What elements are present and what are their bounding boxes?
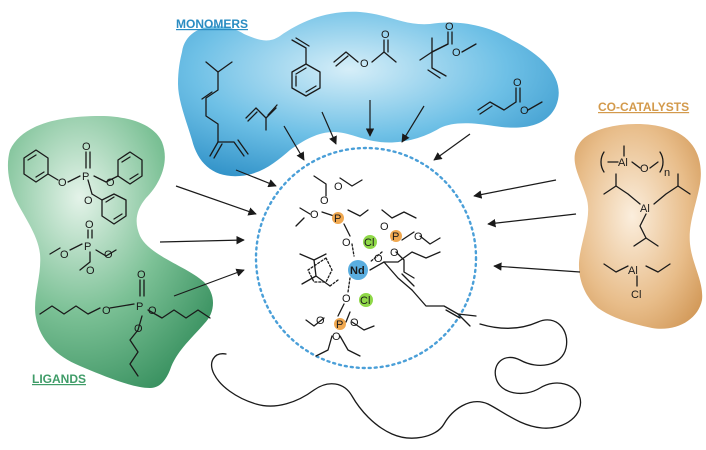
isoprene-structure [245,104,278,131]
vinyl-acetate-structure: O O [333,29,397,70]
ligands-label: LIGANDS [32,372,86,386]
catalyst-boundary [254,146,478,370]
atom-oxygen: O [102,305,111,317]
atom-oxygen: O [60,249,69,261]
atom-aluminium: Al [628,265,638,277]
tributyl-phosphate-structure: O P O O O [39,269,211,377]
triphenyl-phosphate-structure: O P O O O [23,141,143,225]
methyl-methacrylate-structure: O O [419,21,477,79]
atom-oxygen: O [445,21,454,33]
atom-phosphorus: P [392,231,399,243]
methylaluminoxane-structure: Al O n [600,145,670,179]
triisobutylaluminium-structure: Al [603,173,691,247]
monomers-region [178,11,559,177]
atom-oxygen: O [82,141,91,153]
arrow-monomer-myrcene [235,169,277,188]
atom-oxygen: O [137,269,146,281]
reaction-arrows [159,100,581,297]
atom-oxygen: O [380,221,389,233]
atom-oxygen: O [334,181,343,193]
atom-phosphorus: P [336,319,343,331]
chlorine-dot [359,293,373,307]
chlorine-dot [363,235,377,249]
ligands-region [7,116,214,388]
atom-oxygen: O [58,177,67,189]
atom-phosphorus: P [334,213,341,225]
atom-oxygen: O [390,247,399,259]
myrcene-structure [201,61,249,159]
atom-oxygen: O [513,77,522,89]
arrow-monomer-methacrylate [401,105,425,143]
methyl-acrylate-structure: O O [477,77,543,117]
atom-phosphorus: P [136,301,143,313]
nd-complex: P P P Cl Cl Nd O O O O O O O O O O O O [295,175,477,357]
atom-oxygen: O [350,317,359,329]
atom-oxygen: O [104,249,113,261]
atom-oxygen: O [332,331,341,343]
arrow-monomer-styrene [321,111,337,145]
arrow-ligand-1 [175,185,257,216]
atom-aluminium: Al [640,203,650,215]
repeat-index: n [664,167,670,179]
neodymium-dot [348,260,368,280]
phosphorus-dot [334,318,346,330]
atom-oxygen: O [342,293,351,305]
co-catalysts-region [574,124,703,329]
atom-chlorine: Cl [360,295,370,307]
atom-phosphorus: P [84,241,91,253]
atom-oxygen: O [148,305,157,317]
atom-oxygen: O [84,195,93,207]
atom-phosphorus: P [82,171,89,183]
arrow-monomer-isoprene [283,125,305,161]
atom-oxygen: O [640,163,649,175]
atom-oxygen: O [342,237,351,249]
atom-oxygen: O [381,29,390,41]
atom-oxygen: O [310,209,319,221]
arrow-cocatalyst-2 [487,213,577,228]
monomers-label: MONOMERS [176,17,248,31]
arrow-cocatalyst-1 [473,179,557,199]
atom-chlorine: Cl [631,289,641,301]
co-catalysts-label: CO-CATALYSTS [598,100,689,114]
atom-oxygen: O [414,231,423,243]
trimethyl-phosphate-structure: O P O O O [49,219,117,277]
arrow-cocatalyst-3 [493,262,581,273]
atom-chlorine: Cl [364,237,374,249]
polymer-chain [211,319,582,439]
atom-oxygen: O [374,253,383,265]
atom-oxygen: O [520,105,529,117]
atom-oxygen: O [106,177,115,189]
arrow-ligand-3 [173,268,245,297]
styrene-structure [291,37,321,97]
arrow-monomer-acrylate [433,133,471,161]
atom-neodymium: Nd [350,265,365,277]
atom-aluminium: Al [618,157,628,169]
phosphorus-dot [390,230,402,242]
atom-oxygen: O [86,265,95,277]
atom-oxygen: O [360,58,369,70]
atom-oxygen: O [85,219,94,231]
atom-oxygen: O [320,195,329,207]
arrow-ligand-2 [159,235,245,245]
phosphorus-dot [332,212,344,224]
diethylaluminium-chloride-structure: Al Cl [603,263,671,301]
atom-oxygen: O [134,323,143,335]
atom-oxygen: O [452,47,461,59]
atom-oxygen: O [316,315,325,327]
